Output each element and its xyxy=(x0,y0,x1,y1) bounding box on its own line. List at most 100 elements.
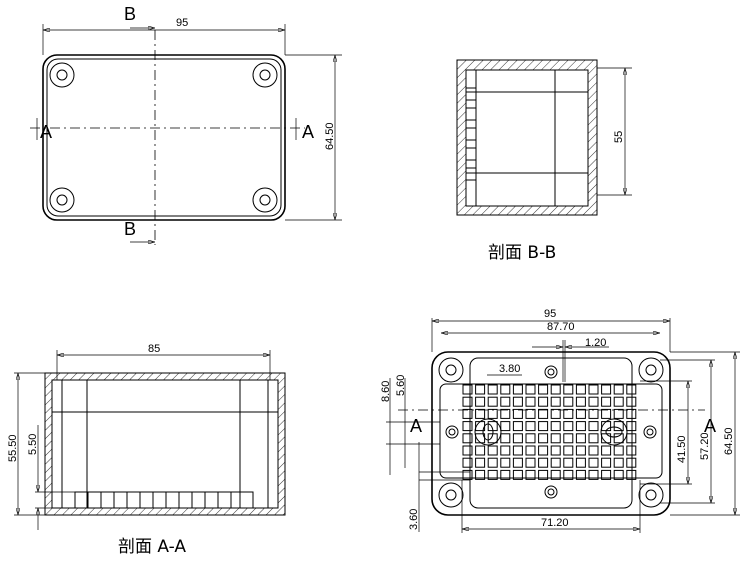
dim-grid-height: 41.50 xyxy=(676,435,688,463)
section-aa-view: 85 55.50 5.50 剖面 A-A xyxy=(7,343,286,557)
section-bb-caption: 剖面 B-B xyxy=(488,243,556,263)
section-a-label-left: A xyxy=(40,122,52,142)
vent-cell xyxy=(563,433,574,444)
vent-cell xyxy=(500,396,511,407)
vent-cell xyxy=(601,408,612,419)
vent-cell xyxy=(613,433,624,444)
dim-offset-1: 8.60 xyxy=(380,381,392,402)
vent-cell xyxy=(538,445,549,456)
vent-cell xyxy=(601,445,612,456)
vent-cell xyxy=(512,421,523,432)
vent-cell xyxy=(563,469,574,480)
vent-cell xyxy=(462,384,473,395)
vent-cell xyxy=(525,457,536,468)
corner-screw-holes xyxy=(438,357,664,508)
vent-cell xyxy=(588,433,599,444)
vent-cell xyxy=(550,469,561,480)
vent-cell xyxy=(475,396,486,407)
dim-offset-3: 3.60 xyxy=(408,509,420,530)
bb-height-dimension: 55 xyxy=(613,131,625,143)
vent-cell xyxy=(601,384,612,395)
vent-cell xyxy=(550,433,561,444)
vent-cell xyxy=(538,396,549,407)
vent-cell xyxy=(626,408,637,419)
ribs xyxy=(465,87,477,181)
vent-cell xyxy=(563,408,574,419)
vent-cell xyxy=(462,469,473,480)
vent-cell xyxy=(550,384,561,395)
vent-cell xyxy=(588,445,599,456)
dim-overall-width: 95 xyxy=(544,308,556,320)
corner-screw-holes xyxy=(49,62,278,213)
aa-floor-dimension: 5.50 xyxy=(27,434,39,455)
bottom-view: A A 95 87.70 1.20 3.80 71.20 64.50 57.20… xyxy=(380,308,740,533)
vent-cell xyxy=(487,469,498,480)
vent-cell xyxy=(575,433,586,444)
vent-cell xyxy=(525,384,536,395)
vent-cell xyxy=(512,408,523,419)
vent-cell xyxy=(588,384,599,395)
vent-cell xyxy=(601,396,612,407)
vent-cell xyxy=(512,445,523,456)
vent-cell xyxy=(538,421,549,432)
dim-inner-height: 57.20 xyxy=(699,432,711,460)
vent-cell xyxy=(575,445,586,456)
vent-cell xyxy=(550,421,561,432)
vent-cell xyxy=(512,469,523,480)
vent-cell xyxy=(525,408,536,419)
vent-cell xyxy=(575,457,586,468)
vent-cell xyxy=(525,396,536,407)
vent-cell xyxy=(462,396,473,407)
vent-cell xyxy=(538,469,549,480)
vent-cell xyxy=(588,469,599,480)
vent-cell xyxy=(538,384,549,395)
vent-cell xyxy=(613,445,624,456)
vent-cell xyxy=(613,384,624,395)
vent-cell xyxy=(563,396,574,407)
aa-width-dimension: 85 xyxy=(148,343,160,355)
vent-cell xyxy=(475,469,486,480)
vent-cell xyxy=(475,384,486,395)
vent-cell xyxy=(500,469,511,480)
vent-grid xyxy=(462,384,637,480)
section-a-label-right: A xyxy=(302,122,314,142)
vent-cell xyxy=(525,433,536,444)
vent-cell xyxy=(512,457,523,468)
vent-cell xyxy=(487,445,498,456)
mounting-bosses xyxy=(445,365,657,499)
width-dimension: 95 xyxy=(176,17,188,29)
vent-cell xyxy=(538,433,549,444)
vent-cell xyxy=(563,384,574,395)
vent-cell xyxy=(575,421,586,432)
vent-cell xyxy=(487,384,498,395)
vent-cell xyxy=(487,396,498,407)
vent-cell xyxy=(575,408,586,419)
vent-cell xyxy=(626,433,637,444)
vent-cell xyxy=(613,421,624,432)
vent-cell xyxy=(500,384,511,395)
vent-cell xyxy=(563,421,574,432)
vent-cell xyxy=(588,396,599,407)
vent-cell xyxy=(626,445,637,456)
vent-cell xyxy=(575,396,586,407)
vent-cell xyxy=(525,445,536,456)
vent-cell xyxy=(601,469,612,480)
vent-cell xyxy=(475,457,486,468)
vent-cell xyxy=(475,408,486,419)
section-b-label-bottom: B xyxy=(124,219,136,239)
dim-grid-pitch: 3.80 xyxy=(499,363,520,375)
vent-cell xyxy=(512,433,523,444)
dim-overall-height: 64.50 xyxy=(723,427,735,455)
aa-height-dimension: 55.50 xyxy=(7,434,19,462)
vent-cell xyxy=(626,457,637,468)
vent-cell xyxy=(550,408,561,419)
dim-inner-width: 87.70 xyxy=(547,321,575,333)
section-a-label-left: A xyxy=(410,416,422,436)
vent-cell xyxy=(500,408,511,419)
vent-cell xyxy=(462,421,473,432)
dim-offset-2: 5.60 xyxy=(395,375,407,396)
vent-cell xyxy=(500,445,511,456)
vent-cell xyxy=(462,408,473,419)
vent-cell xyxy=(550,396,561,407)
